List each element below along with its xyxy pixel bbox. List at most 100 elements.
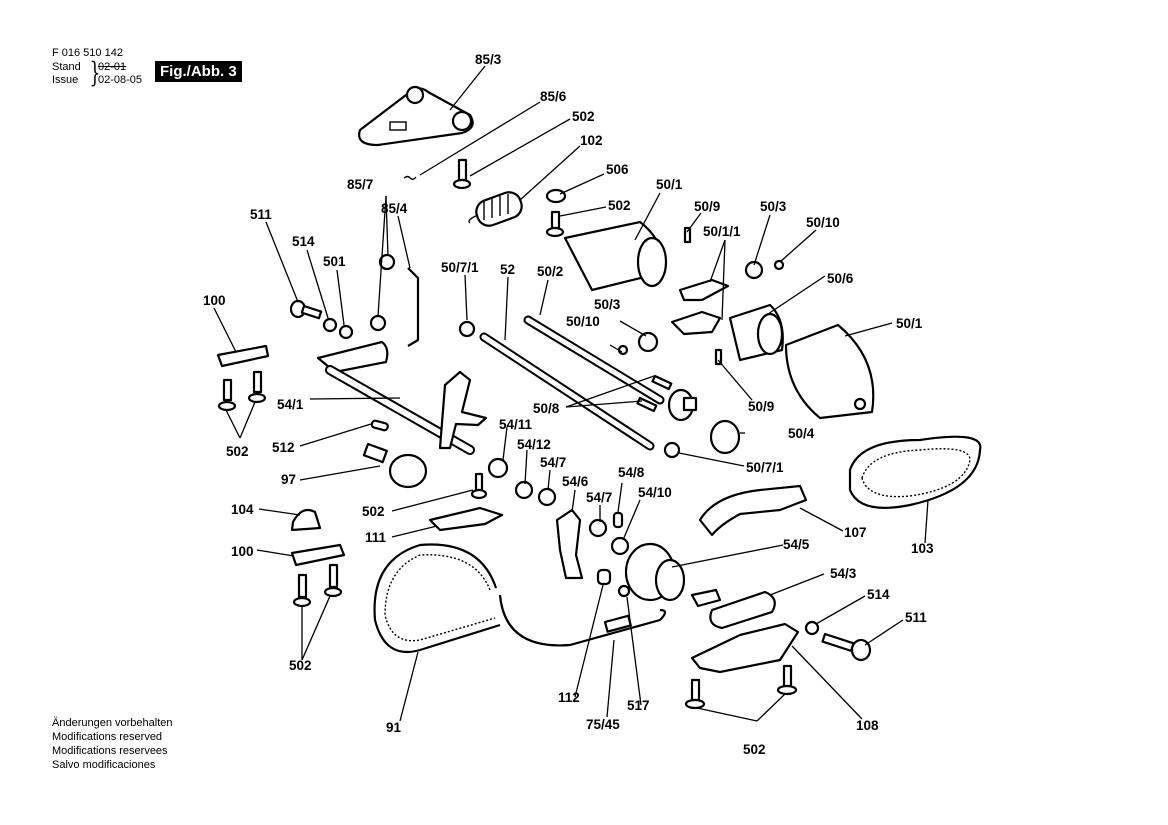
part-85-7-star-washer[interactable]	[369, 314, 387, 332]
part-506-washer[interactable]	[545, 188, 567, 204]
part-54-10-washer[interactable]	[610, 536, 630, 556]
part-501-nut[interactable]	[338, 324, 354, 340]
part-flange[interactable]	[667, 388, 698, 422]
label-85-4: 85/4	[381, 201, 408, 216]
label-54-5: 54/5	[783, 537, 810, 552]
part-50-9-screw[interactable]	[683, 226, 692, 244]
part-85-7-star-washer[interactable]	[378, 253, 396, 271]
stand-date: 02-01	[98, 61, 127, 73]
label-85-7: 85/7	[347, 177, 373, 192]
part-502-screw[interactable]	[776, 664, 798, 696]
part-50-7-1-bushing[interactable]	[663, 441, 681, 459]
part-502-screw[interactable]	[247, 370, 267, 404]
label-50-4: 50/4	[788, 426, 815, 441]
label-108: 108	[856, 718, 879, 733]
issue-label: Issue	[52, 74, 79, 86]
part-85-4-bent-rod[interactable]	[407, 267, 420, 347]
part-111-spring-plate[interactable]	[428, 506, 504, 532]
part-number: F 016 510 142	[52, 47, 123, 59]
part-97-knob[interactable]	[362, 442, 428, 489]
part-517-nut[interactable]	[617, 584, 631, 598]
label-511: 511	[250, 207, 272, 222]
part-100-clamp-plate[interactable]	[290, 543, 346, 567]
part-50-1-roller[interactable]	[784, 323, 875, 420]
label-54-10: 54/10	[638, 485, 672, 500]
brace-icon: }	[89, 56, 101, 89]
part-50-1-roller[interactable]	[563, 220, 668, 292]
label-502: 502	[289, 658, 312, 673]
part-50-1-1-bracket[interactable]	[670, 310, 722, 336]
part-54-8-sleeve[interactable]	[612, 511, 624, 529]
part-50-10-circlip[interactable]	[617, 344, 629, 356]
part-511-bolt[interactable]	[821, 632, 872, 662]
part-104-cable-clamp[interactable]	[290, 508, 322, 532]
part-50-9-screw[interactable]	[714, 348, 723, 366]
part-514-spring-washer[interactable]	[322, 317, 338, 333]
part-50-10-circlip[interactable]	[773, 259, 785, 271]
part-85-6-wire-hook[interactable]	[403, 175, 417, 180]
label-50-3: 50/3	[594, 297, 621, 312]
part-103-toothed-belt[interactable]	[848, 435, 982, 509]
part-502-screw[interactable]	[470, 472, 488, 500]
part-502-screw[interactable]	[545, 210, 565, 238]
part-502-screw[interactable]	[684, 678, 706, 710]
part-54-11-lock-nut[interactable]	[487, 457, 509, 479]
part-54-3-link-plate[interactable]	[690, 588, 776, 630]
part-50-7-1-bushing[interactable]	[458, 320, 476, 338]
label-54-8: 54/8	[618, 465, 645, 480]
part-502-screw[interactable]	[323, 563, 343, 598]
label-111: 111	[365, 530, 387, 545]
part-514-spring-washer[interactable]	[804, 620, 820, 636]
part-50-8-screw[interactable]	[651, 374, 673, 391]
part-512-pin[interactable]	[370, 419, 389, 432]
part-54-7-washer[interactable]	[588, 518, 608, 538]
label-50-7-1: 50/7/1	[441, 260, 479, 275]
part-108-bracket[interactable]	[690, 622, 800, 674]
part-54-7-washer[interactable]	[537, 487, 557, 507]
label-502: 502	[362, 504, 385, 519]
part-107-belt-guide[interactable]	[698, 484, 808, 537]
part-502-screw[interactable]	[292, 573, 312, 608]
part-50-3-bevel-gear[interactable]	[744, 260, 764, 280]
part-50-1-1-bracket[interactable]	[678, 278, 730, 302]
label-502: 502	[743, 742, 766, 757]
part-112-sleeve[interactable]	[596, 568, 612, 586]
label-54-6: 54/6	[562, 474, 589, 489]
part-502-screw[interactable]	[452, 158, 472, 190]
part-50-4-end-cap[interactable]	[709, 419, 741, 455]
part-511-bolt[interactable]	[289, 299, 323, 320]
label-50-9: 50/9	[694, 199, 720, 214]
part-54-6-bracket[interactable]	[555, 508, 584, 580]
part-112-bowden-cable[interactable]	[498, 594, 667, 647]
label-112: 112	[558, 690, 580, 705]
label-85-6: 85/6	[540, 89, 567, 104]
issue-date: 02-08-05	[98, 74, 143, 86]
label-54-12: 54/12	[517, 437, 551, 452]
label-50-8: 50/8	[533, 401, 560, 416]
label-100: 100	[203, 293, 226, 308]
part-54-5-clutch-pulley[interactable]	[624, 542, 686, 602]
label-85-3: 85/3	[475, 52, 502, 67]
figure-label: Fig./Abb. 3	[155, 61, 242, 82]
label-512: 512	[272, 440, 295, 455]
part-85-3-triangular-plate[interactable]	[358, 85, 474, 147]
part-91-drive-belt[interactable]	[373, 543, 501, 654]
footer-line: Änderungen vorbehalten	[52, 717, 173, 729]
label-75-45: 75/45	[586, 717, 620, 732]
label-104: 104	[231, 502, 254, 517]
label-54-11: 54/11	[499, 417, 533, 432]
label-50-1: 50/1	[656, 177, 683, 192]
part-100-clamp-plate[interactable]	[216, 344, 270, 368]
footer-line: Salvo modificaciones	[52, 759, 156, 771]
part-502-screw[interactable]	[217, 378, 237, 412]
part-50-6-sleeve[interactable]	[728, 303, 784, 362]
part-102-spring[interactable]	[468, 189, 525, 229]
label-97: 97	[281, 472, 296, 487]
label-50-10: 50/10	[566, 314, 600, 329]
part-54-12-washer[interactable]	[514, 480, 534, 500]
part-54-1-lever-shaft[interactable]	[316, 340, 488, 455]
label-100: 100	[231, 544, 254, 559]
part-50-3-bevel-gear[interactable]	[637, 331, 659, 353]
label-102: 102	[580, 133, 603, 148]
label-54-3: 54/3	[830, 566, 857, 581]
